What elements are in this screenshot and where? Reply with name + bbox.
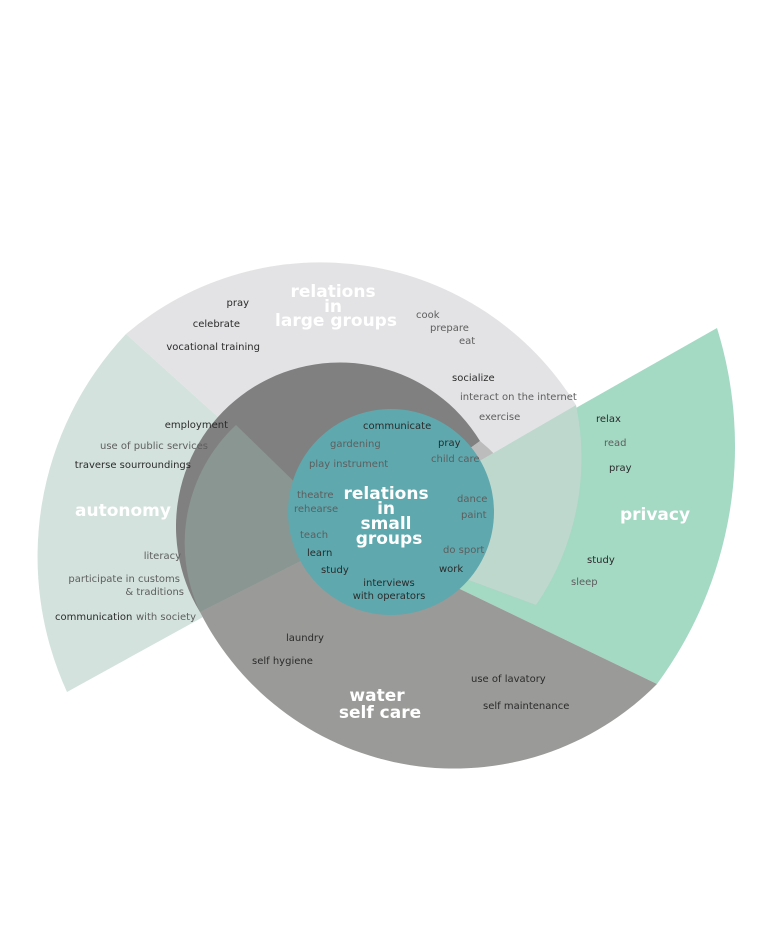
item-relax: relax: [596, 414, 621, 425]
title-privacy: privacy: [620, 505, 690, 525]
item-with-society: with society: [136, 612, 196, 623]
item-prepare: prepare: [430, 323, 469, 334]
sector-water-self-care: [200, 536, 657, 769]
item-interact-internet: interact on the internet: [460, 392, 577, 403]
item-sleep: sleep: [571, 577, 598, 588]
item-customs: participate in customs: [68, 574, 180, 585]
title-water: water self care: [339, 686, 421, 723]
item-traverse: traverse sourroundings: [75, 460, 191, 471]
item-work: work: [439, 564, 463, 575]
title-large-groups: relations in large groups: [275, 282, 397, 331]
item-celebrate: celebrate: [193, 319, 240, 330]
item-study-small: study: [321, 565, 349, 576]
item-gardening: gardening: [330, 439, 381, 450]
item-cook: cook: [416, 310, 440, 321]
item-vocational-training: vocational training: [166, 342, 260, 353]
item-study-privacy: study: [587, 555, 615, 566]
item-communicate: communicate: [363, 421, 431, 432]
item-interviews: interviews: [363, 578, 415, 589]
item-eat: eat: [459, 336, 475, 347]
item-traditions: & traditions: [125, 587, 184, 598]
item-rehearse: rehearse: [294, 504, 338, 515]
item-laundry: laundry: [286, 633, 324, 644]
item-with-operators: with operators: [353, 591, 426, 602]
title-small-groups: relations in small groups: [344, 484, 435, 549]
item-dance: dance: [457, 494, 487, 505]
item-public-services: use of public services: [100, 441, 208, 452]
item-learn: learn: [307, 548, 332, 559]
item-paint: paint: [461, 510, 487, 521]
item-read: read: [604, 438, 627, 449]
title-autonomy: autonomy: [75, 501, 171, 521]
ring-autonomy-overlap: [184, 425, 350, 612]
item-play-instrument: play instrument: [309, 459, 388, 470]
item-do-sport: do sport: [443, 545, 484, 556]
item-theatre: theatre: [297, 490, 334, 501]
item-pray-large: pray: [226, 298, 249, 309]
item-employment: employment: [165, 420, 228, 431]
item-literacy: literacy: [144, 551, 181, 562]
item-self-hygiene: self hygiene: [252, 656, 313, 667]
center-circle: [288, 409, 494, 615]
item-child-care: child care: [431, 454, 480, 465]
item-self-maintenance: self maintenance: [483, 701, 569, 712]
item-use-of-lavatory: use of lavatory: [471, 674, 546, 685]
item-teach: teach: [300, 530, 328, 541]
item-exercise: exercise: [479, 412, 520, 423]
item-pray-small: pray: [438, 438, 461, 449]
item-socialize: socialize: [452, 373, 495, 384]
item-pray-privacy: pray: [609, 463, 632, 474]
item-communication: communication: [55, 612, 132, 623]
